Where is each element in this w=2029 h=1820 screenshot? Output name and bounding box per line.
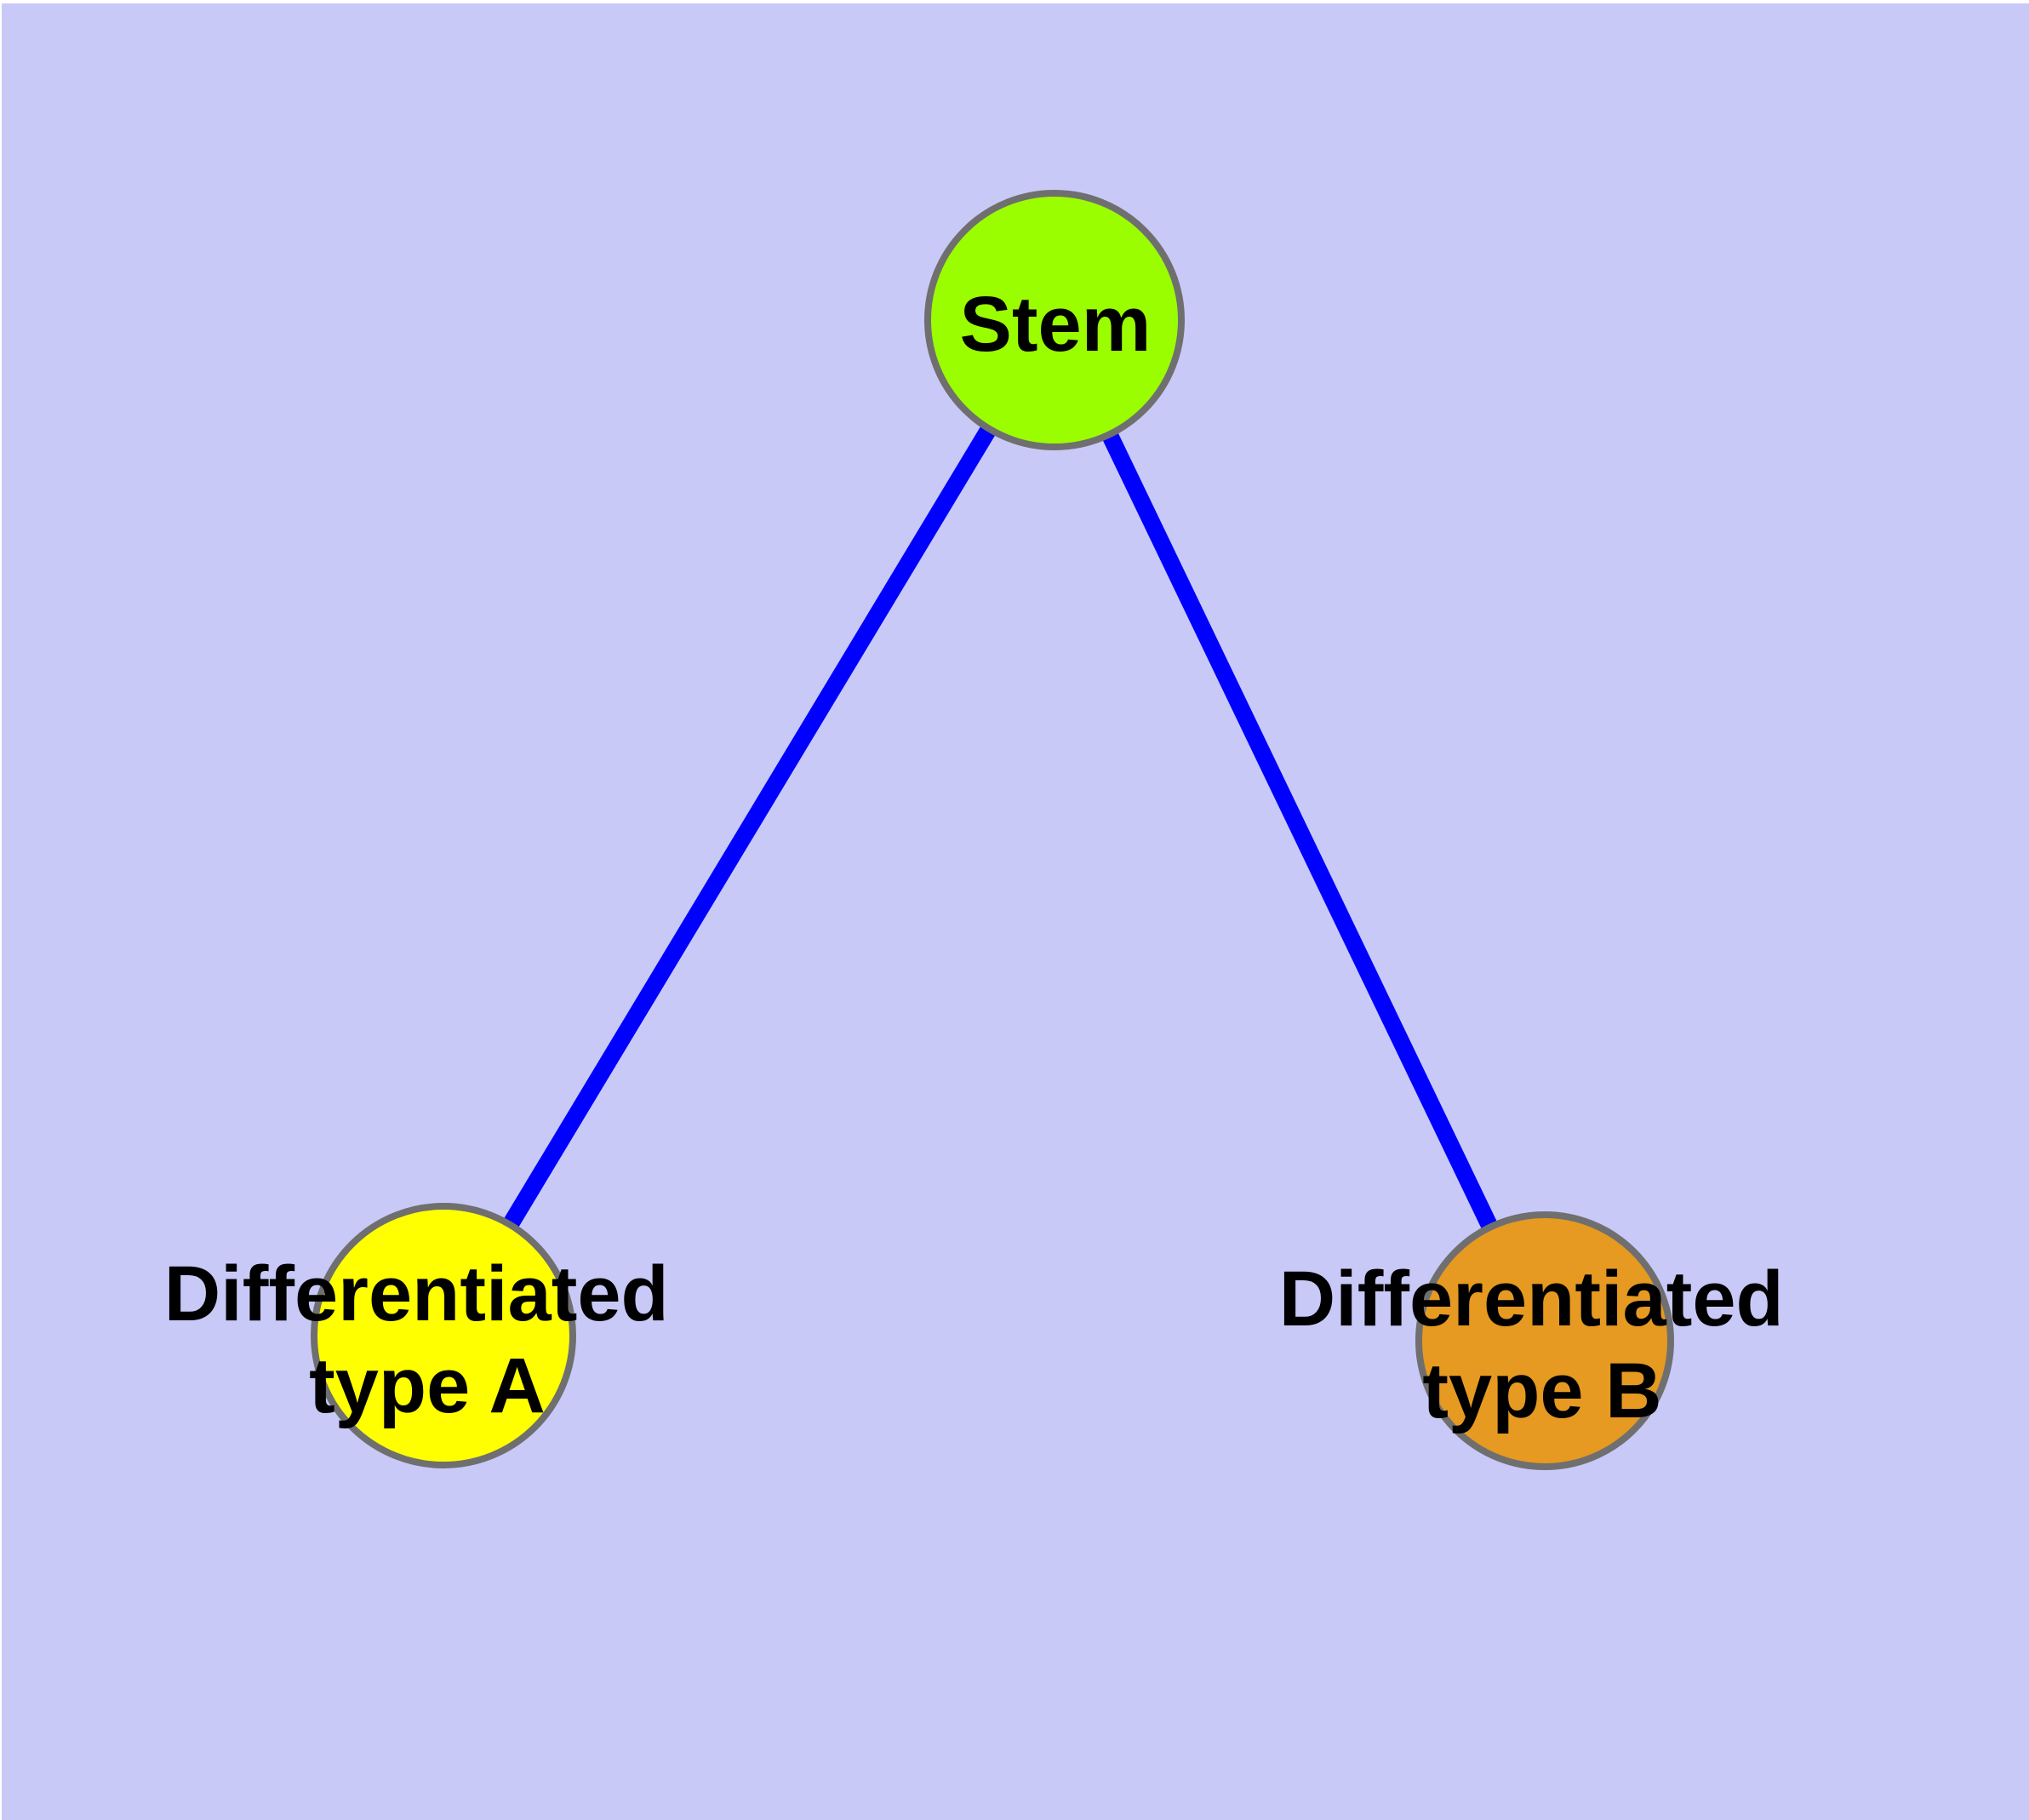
node-stem-circle [924, 190, 1185, 450]
diagram-canvas: Stem Differentiated type A Differentiate… [2, 3, 2029, 1820]
edge-stem-to-type-b [1046, 316, 1553, 1345]
node-type-a-label-line2: type A [309, 1342, 546, 1429]
node-type-a-label-line1: Differentiated [164, 1251, 669, 1337]
node-type-a-circle [311, 1203, 576, 1468]
graph-svg: Stem Differentiated type A Differentiate… [2, 3, 2029, 1820]
edge-stem-to-type-a [436, 315, 1062, 1341]
node-type-b-circle [1415, 1211, 1674, 1470]
node-type-b-label: Differentiated type B [1279, 1256, 1806, 1434]
node-type-a-label: Differentiated type A [164, 1251, 691, 1429]
node-type-b-label-line2: type B [1422, 1348, 1661, 1434]
node-stem-label: Stem [960, 281, 1152, 368]
node-type-b-label-line1: Differentiated [1279, 1256, 1784, 1342]
